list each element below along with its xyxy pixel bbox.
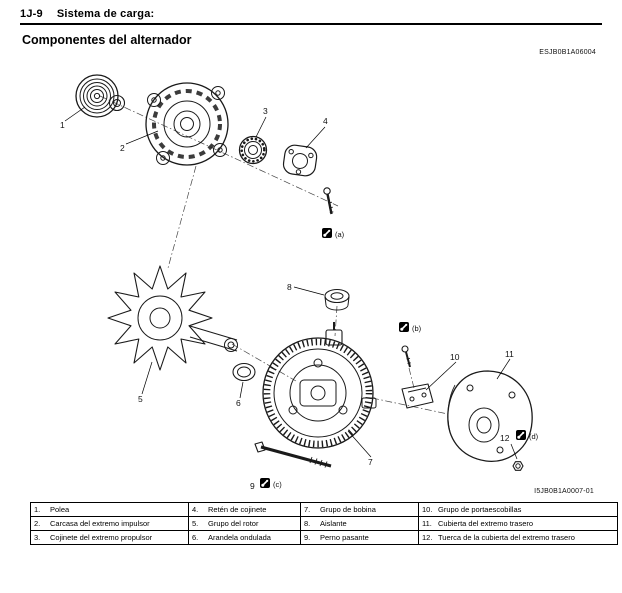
page-header: 1J-9 Sistema de carga: bbox=[20, 8, 602, 20]
through-bolt-part bbox=[254, 441, 332, 468]
part-cell-2: 2.Carcasa del extremo impulsor bbox=[30, 516, 189, 531]
parts-table-row: 1.Polea 4.Retén de cojinete 7.Grupo de b… bbox=[30, 502, 618, 517]
part-cell-10: 10.Grupo de portaescobillas bbox=[418, 502, 618, 517]
rear-cover-part bbox=[447, 370, 533, 462]
torque-label-b: (b) bbox=[412, 324, 422, 333]
callout-6: 6 bbox=[236, 398, 241, 408]
part-cell-5: 5.Grupo del rotor bbox=[188, 516, 301, 531]
figure-code-bottom: I5JB0B1A0007-01 bbox=[534, 488, 594, 495]
callout-3: 3 bbox=[263, 106, 268, 116]
torque-label-c: (c) bbox=[273, 480, 282, 489]
callout-10: 10 bbox=[450, 352, 460, 362]
callout-5: 5 bbox=[138, 394, 143, 404]
figure-title: Componentes del alternador bbox=[22, 33, 192, 47]
page-number: 1J-9 bbox=[20, 8, 43, 20]
drive-end-housing-part bbox=[145, 82, 229, 166]
parts-table-row: 2.Carcasa del extremo impulsor 5.Grupo d… bbox=[30, 516, 618, 531]
callout-12: 12 bbox=[500, 433, 510, 443]
stator-coil-part bbox=[262, 322, 377, 449]
callout-4: 4 bbox=[323, 116, 328, 126]
part-cell-6: 6.Arandela ondulada bbox=[188, 530, 301, 545]
brush-holder-part bbox=[401, 383, 434, 409]
bearing-retainer-part bbox=[282, 144, 318, 177]
parts-table-row: 3.Cojinete del extremo propulsor 6.Arand… bbox=[30, 530, 618, 545]
callout-8: 8 bbox=[287, 282, 292, 292]
bearing-part bbox=[238, 135, 268, 165]
terminal-screw bbox=[401, 345, 411, 368]
wave-washer-part bbox=[232, 362, 256, 382]
rotor-part bbox=[107, 265, 238, 371]
torque-wrench-icon-d bbox=[515, 429, 527, 441]
header-rule bbox=[20, 23, 602, 25]
torque-wrench-icon-b bbox=[398, 321, 410, 333]
torque-label-d: (d) bbox=[529, 432, 539, 441]
callout-leader-lines bbox=[64, 106, 518, 460]
torque-wrench-icon-c bbox=[259, 477, 271, 489]
callout-1: 1 bbox=[60, 120, 65, 130]
insulator-part bbox=[324, 288, 350, 311]
parts-table: 1.Polea 4.Retén de cojinete 7.Grupo de b… bbox=[30, 502, 618, 545]
part-cell-4: 4.Retén de cojinete bbox=[188, 502, 301, 517]
part-cell-11: 11.Cubierta del extremo trasero bbox=[418, 516, 618, 531]
part-cell-9: 9.Perno pasante bbox=[300, 530, 419, 545]
torque-wrench-icon-a bbox=[321, 227, 333, 239]
part-cell-12: 12.Tuerca de la cubierta del extremo tra… bbox=[418, 530, 618, 545]
part-cell-8: 8.Aislante bbox=[300, 516, 419, 531]
section-title: Sistema de carga: bbox=[56, 8, 155, 20]
part-cell-7: 7.Grupo de bobina bbox=[300, 502, 419, 517]
callout-7: 7 bbox=[368, 457, 373, 467]
assembly-axis-lines bbox=[99, 95, 449, 415]
figure-code-top: ESJB0B1A06004 bbox=[539, 49, 596, 56]
part-cell-3: 3.Cojinete del extremo propulsor bbox=[30, 530, 189, 545]
callout-11: 11 bbox=[505, 349, 514, 359]
callout-9: 9 bbox=[250, 481, 255, 491]
retainer-screw bbox=[323, 187, 334, 215]
pulley-part bbox=[75, 74, 126, 118]
cover-nut-part bbox=[512, 461, 524, 471]
part-cell-1: 1.Polea bbox=[30, 502, 189, 517]
callout-2: 2 bbox=[120, 143, 125, 153]
torque-label-a: (a) bbox=[335, 230, 345, 239]
